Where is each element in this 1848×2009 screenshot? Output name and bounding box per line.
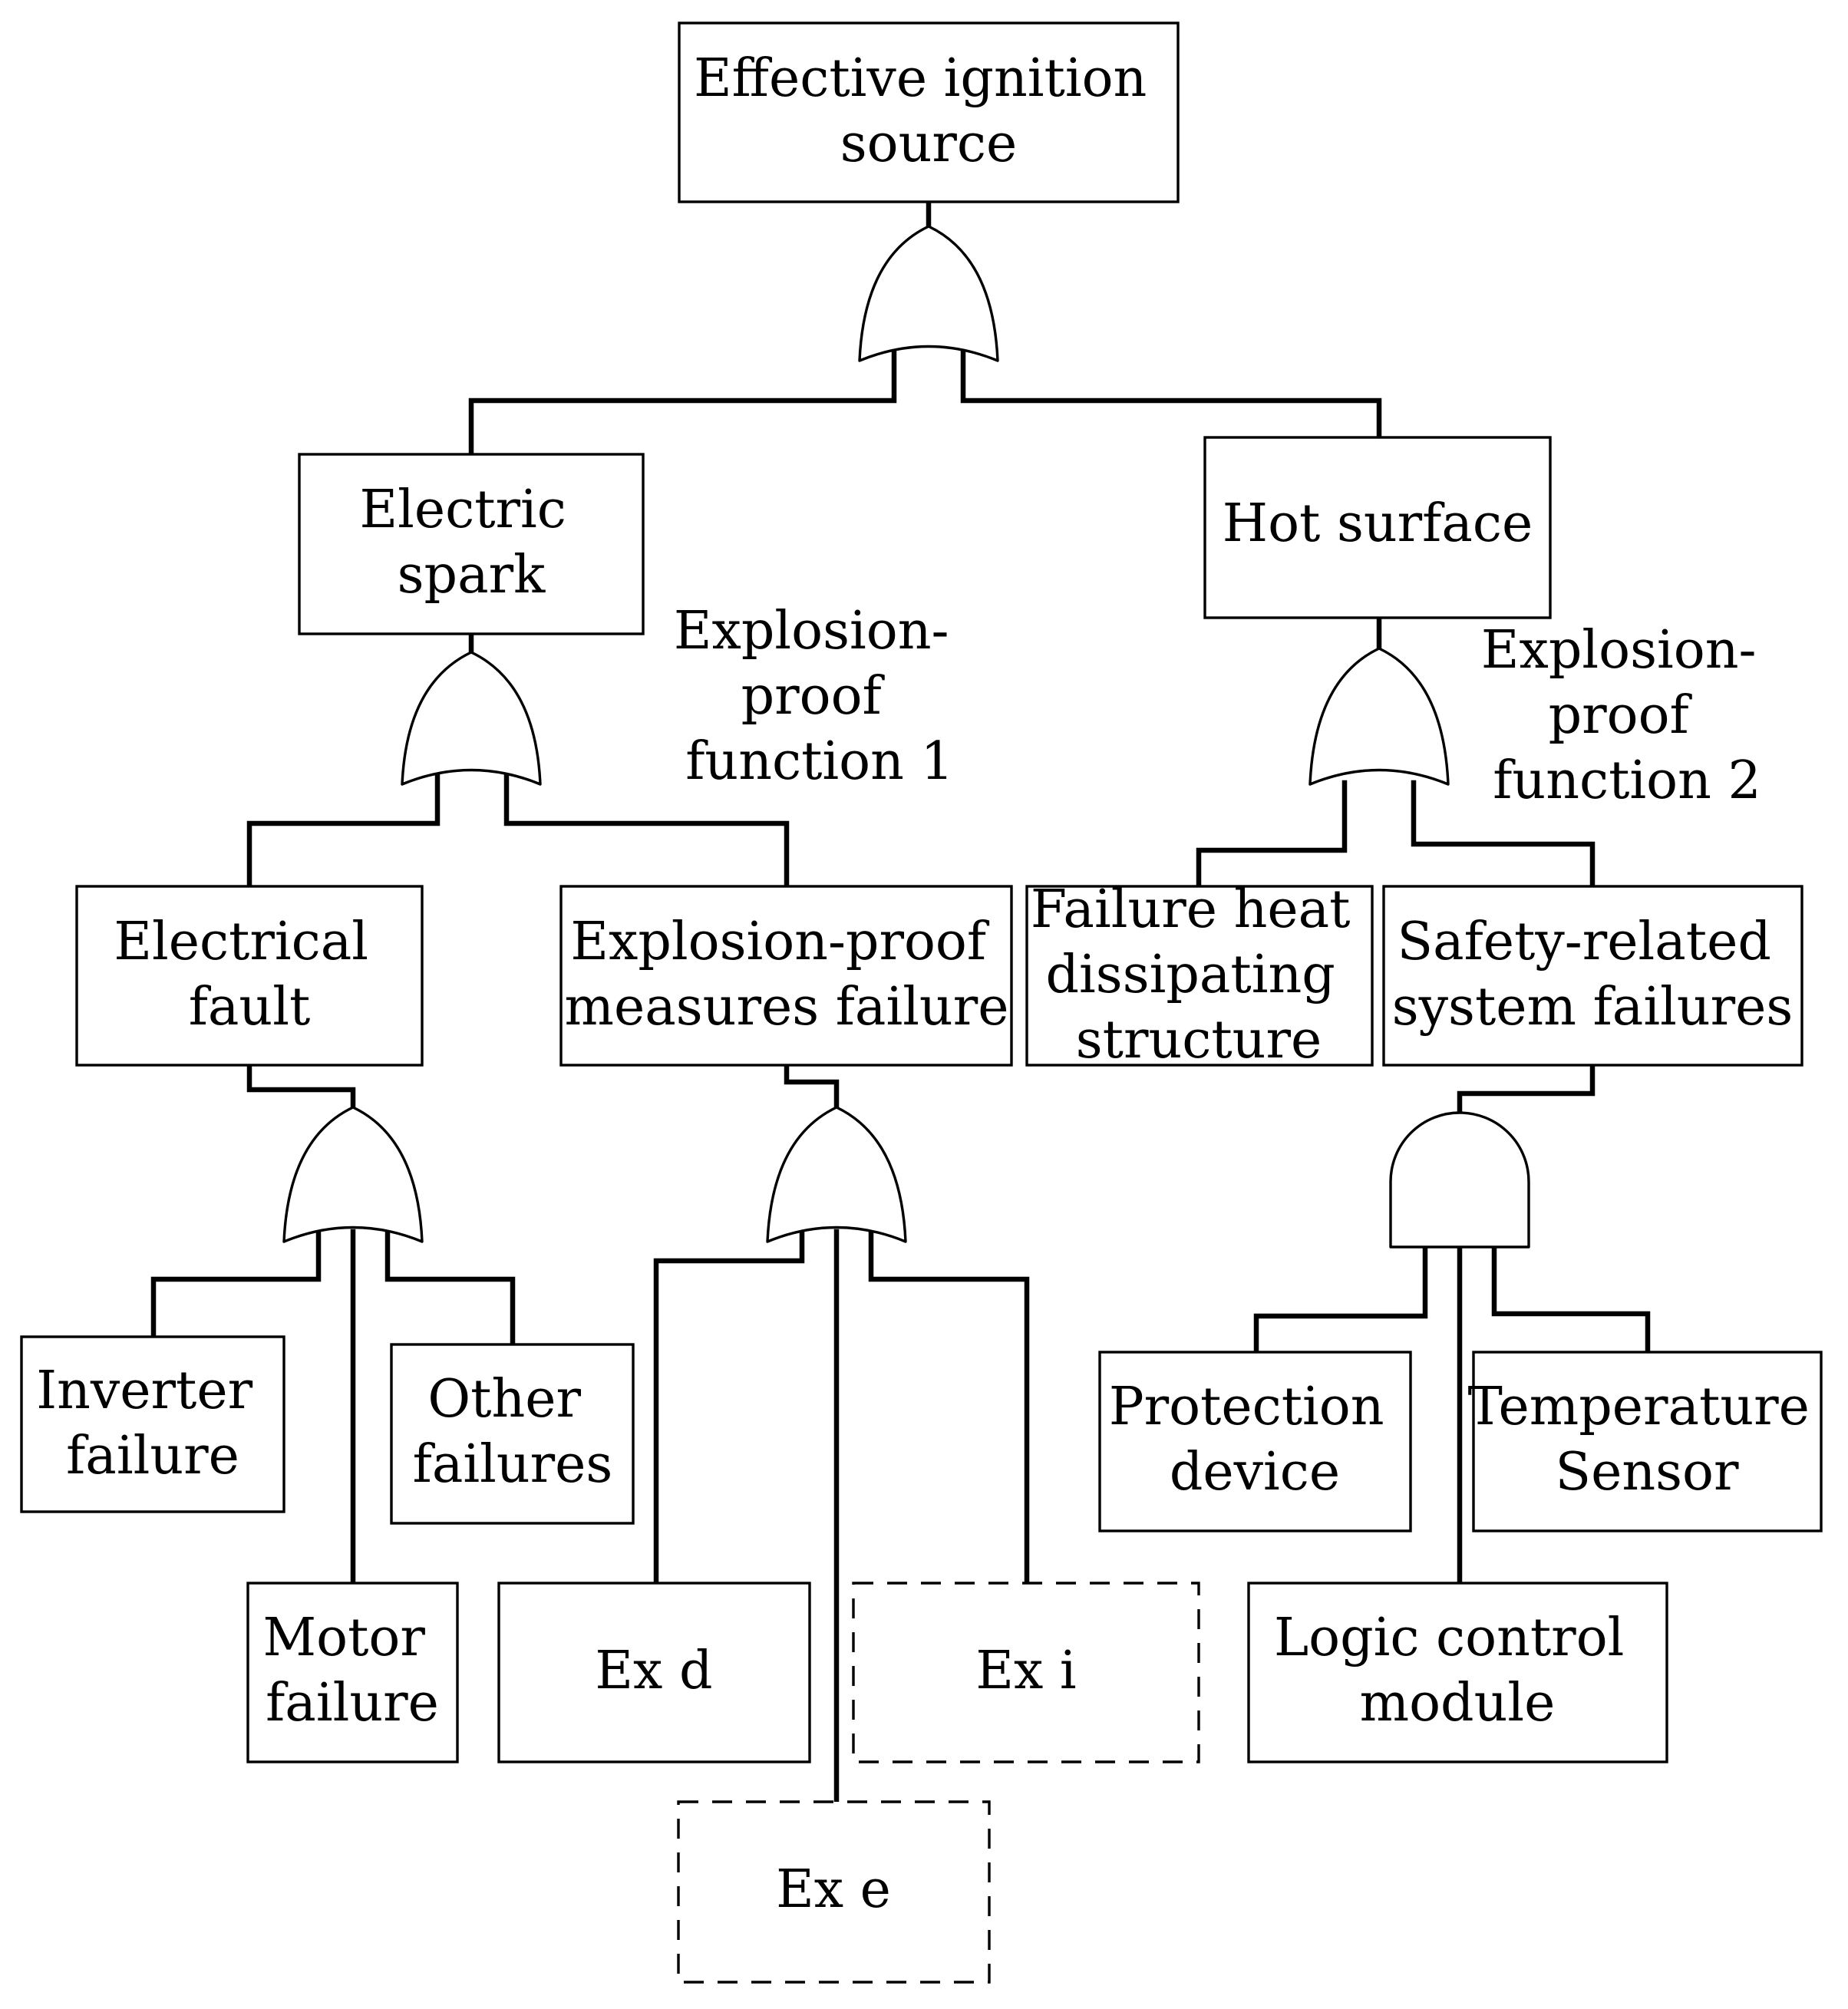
logic-control-label-line-1: Logic control [1274,1608,1624,1668]
other-failures-label: Other failures [413,1369,613,1495]
explosion-proof-function-1-label: Explosion- proof function 1 [674,601,965,792]
electrical-fault-label-line-1: Electrical [114,912,368,972]
box-explosion-proof-measures-failure [559,885,1013,1067]
wire-ef-gate-to-inverter [150,1229,322,1340]
wire-hot-gate-to-safety-related [1411,780,1596,889]
failure-heat-label-line-1: Failure heat [1031,879,1351,940]
box-ex-i [852,1582,1200,1763]
wire-ep-gate-to-ex-d [653,1229,805,1586]
box-motor-failure [246,1582,459,1763]
temperature-sensor-label: Temperature Sensor [1467,1377,1826,1503]
inverter-failure-label: Inverter failure [36,1361,269,1486]
safety-related-label-line-1: Safety-related [1397,912,1770,972]
wire-ef-gate-to-other [384,1229,516,1348]
connector-lines [150,199,1651,1805]
and-gate-safety-related-icon [1389,1111,1530,1249]
top-event-label-line-1: Effective ignition [694,48,1147,109]
box-top-event [678,21,1180,203]
box-safety-related-failures [1382,885,1803,1067]
failure-heat-dissipating-label: Failure heat dissipating structure [1031,879,1367,1070]
hot-surface-label-line-1: Hot surface [1223,493,1533,554]
wire-electrical-fault-to-gate [246,1062,356,1110]
wire-top-gate-to-hot-surface [960,348,1382,440]
box-logic-control-module [1247,1582,1668,1763]
inverter-failure-label-line-2: failure [66,1426,239,1486]
wire-spark-gate-to-ep-measures [503,772,790,889]
wire-top-gate-to-electric-spark [468,348,897,457]
temperature-sensor-label-line-1: Temperature [1467,1377,1810,1437]
wire-spark-gate-to-electrical-fault [246,772,441,889]
or-gate-hot-surface-icon [1308,647,1450,786]
box-electric-spark [298,453,645,635]
ex-d-label: Ex d [595,1641,712,1701]
gates [282,225,1530,1249]
event-labels: Effective ignition source Electric spark… [36,48,1826,1920]
electric-spark-label-line-2: spark [398,545,546,605]
box-hot-surface [1203,436,1552,619]
hot-surface-label: Hot surface [1223,493,1533,554]
function-1-line-2: proof [741,666,886,727]
other-failures-label-line-1: Other [427,1369,581,1430]
explosion-proof-measures-failure-label: Explosion-proof measures failure [565,912,1009,1037]
function-2-line-1: Explosion- [1481,620,1757,681]
explosion-proof-function-2-label: Explosion- proof function 2 [1481,620,1773,811]
logic-control-module-label: Logic control module [1274,1608,1641,1734]
function-1-line-1: Explosion- [674,601,949,661]
temperature-sensor-label-line-2: Sensor [1556,1442,1739,1503]
failure-heat-label-line-2: dissipating [1046,945,1335,1005]
wire-hot-gate-to-failure-heat [1196,780,1348,889]
box-ex-e [677,1800,991,1984]
protection-device-label-line-1: Protection [1109,1377,1384,1437]
safety-related-label-line-2: system failures [1392,977,1794,1037]
wire-and-gate-to-temperature [1491,1244,1651,1355]
electrical-fault-label: Electrical fault [114,912,384,1037]
or-gate-top-icon [858,225,999,362]
protection-device-label: Protection device [1109,1377,1401,1503]
box-ex-d [497,1582,811,1763]
or-gate-explosion-proof-icon [766,1106,907,1243]
or-gate-electric-spark-icon [401,651,542,786]
wire-ep-gate-to-ex-i [868,1229,1030,1586]
protection-device-label-line-2: device [1170,1442,1340,1503]
logic-control-label-line-2: module [1360,1673,1556,1734]
ep-measures-label-line-1: Explosion-proof [570,912,989,972]
function-2-line-3: function 2 [1493,750,1761,811]
ex-e-label: Ex e [776,1859,891,1920]
failure-heat-label-line-3: structure [1076,1010,1322,1070]
safety-related-failures-label: Safety-related system failures [1392,912,1794,1037]
wire-ep-measures-to-gate [784,1062,840,1110]
top-event-label-line-2: source [840,114,1017,174]
wire-safety-related-to-gate [1457,1062,1596,1116]
ex-e-label-line-1: Ex e [776,1859,891,1920]
function-labels: Explosion- proof function 1 Explosion- p… [674,601,1773,811]
box-inverter-failure [20,1335,285,1513]
motor-failure-label-line-2: failure [266,1673,439,1734]
box-temperature-sensor [1472,1351,1823,1532]
motor-failure-label-line-1: Motor [263,1608,426,1668]
function-2-line-2: proof [1549,685,1693,746]
electrical-fault-label-line-2: fault [189,977,311,1037]
box-electrical-fault [75,885,424,1067]
other-failures-label-line-2: failures [413,1434,613,1495]
wire-and-gate-to-protection [1253,1244,1428,1355]
motor-failure-label: Motor failure [263,1608,442,1734]
box-other-failures [390,1343,635,1525]
box-protection-device [1098,1351,1412,1532]
ex-i-label-line-1: Ex i [975,1641,1076,1701]
ep-measures-label-line-2: measures failure [565,977,1009,1037]
inverter-failure-label-line-1: Inverter [36,1361,252,1421]
top-event-label: Effective ignition source [694,48,1163,174]
or-gate-electrical-fault-icon [282,1106,424,1243]
electric-spark-label: Electric spark [359,480,582,605]
box-failure-heat-dissipating [1025,885,1374,1067]
electric-spark-label-line-1: Electric [359,480,566,540]
event-boxes [20,21,1823,1984]
function-1-line-3: function 1 [685,731,954,792]
ex-d-label-line-1: Ex d [595,1641,712,1701]
ex-i-label: Ex i [975,1641,1076,1701]
